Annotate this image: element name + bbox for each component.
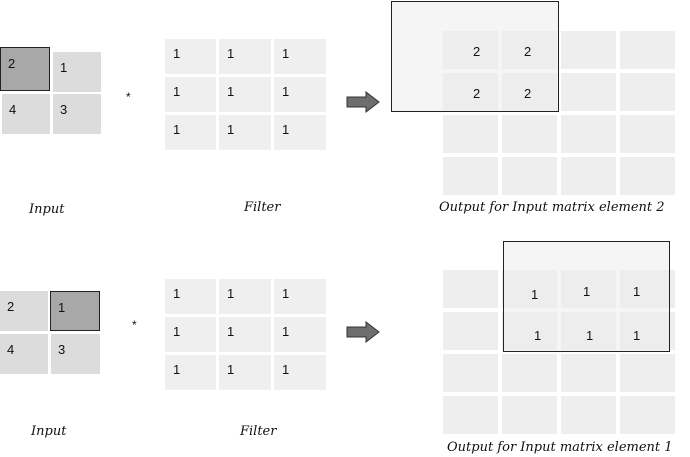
output-cell xyxy=(443,396,498,434)
output-value: 1 xyxy=(586,328,594,343)
filter-cell: 1 xyxy=(219,39,271,74)
filter-cell: 1 xyxy=(165,317,216,352)
output-cell xyxy=(561,396,616,434)
filter-cell: 1 xyxy=(165,77,216,112)
output-cell xyxy=(620,354,675,392)
filter-cell: 1 xyxy=(219,355,271,390)
input-cell: 2 xyxy=(0,47,50,91)
output-cell xyxy=(502,354,557,392)
output-cell xyxy=(502,396,557,434)
output-caption: Output for Input matrix element 1 xyxy=(447,440,673,455)
output-cell xyxy=(620,73,675,111)
output-cell xyxy=(443,157,498,195)
output-value: 1 xyxy=(534,328,542,343)
output-cell xyxy=(502,157,557,195)
convolution-operator: * xyxy=(126,90,131,104)
right-arrow-icon xyxy=(346,321,380,343)
input-cell: 3 xyxy=(53,94,101,134)
output-value: 1 xyxy=(633,284,641,299)
right-arrow-icon xyxy=(346,91,380,113)
filter-cell: 1 xyxy=(165,39,216,74)
input-cell: 2 xyxy=(0,291,48,331)
output-value: 1 xyxy=(531,287,539,302)
input-cell: 3 xyxy=(51,334,100,374)
filter-cell: 1 xyxy=(274,279,326,314)
output-cell xyxy=(502,115,557,153)
output-cell xyxy=(620,157,675,195)
filter-cell: 1 xyxy=(219,317,271,352)
output-cell xyxy=(443,354,498,392)
output-caption: Output for Input matrix element 2 xyxy=(439,200,665,215)
input-cell: 4 xyxy=(0,334,48,374)
output-cell xyxy=(561,31,616,69)
output-cell xyxy=(561,157,616,195)
filter-cell: 1 xyxy=(274,317,326,352)
input-cell: 4 xyxy=(2,94,50,134)
filter-cell: 1 xyxy=(219,115,271,150)
input-caption: Input xyxy=(31,424,67,439)
output-cell xyxy=(561,354,616,392)
convolution-operator: * xyxy=(132,318,137,332)
output-cell xyxy=(620,396,675,434)
output-cell xyxy=(443,115,498,153)
filter-cell: 1 xyxy=(274,355,326,390)
output-cell xyxy=(620,115,675,153)
filter-cell: 1 xyxy=(165,115,216,150)
filter-cell: 1 xyxy=(165,279,216,314)
output-value: 2 xyxy=(473,44,481,59)
output-cell xyxy=(443,270,498,308)
filter-cell: 1 xyxy=(219,279,271,314)
filter-cell: 1 xyxy=(274,115,326,150)
output-value: 2 xyxy=(524,86,532,101)
filter-cell: 1 xyxy=(165,355,216,390)
output-window xyxy=(391,1,559,112)
filter-cell: 1 xyxy=(219,77,271,112)
input-caption: Input xyxy=(29,202,65,217)
output-cell xyxy=(620,31,675,69)
output-cell xyxy=(443,312,498,350)
output-window xyxy=(503,241,670,352)
output-value: 1 xyxy=(583,284,591,299)
output-value: 2 xyxy=(473,86,481,101)
output-value: 2 xyxy=(524,44,532,59)
filter-caption: Filter xyxy=(240,424,277,439)
filter-cell: 1 xyxy=(274,39,326,74)
input-cell: 1 xyxy=(50,291,100,331)
input-cell: 1 xyxy=(53,52,101,92)
filter-caption: Filter xyxy=(244,200,281,215)
output-cell xyxy=(561,115,616,153)
output-cell xyxy=(561,73,616,111)
filter-cell: 1 xyxy=(274,77,326,112)
output-value: 1 xyxy=(633,328,641,343)
